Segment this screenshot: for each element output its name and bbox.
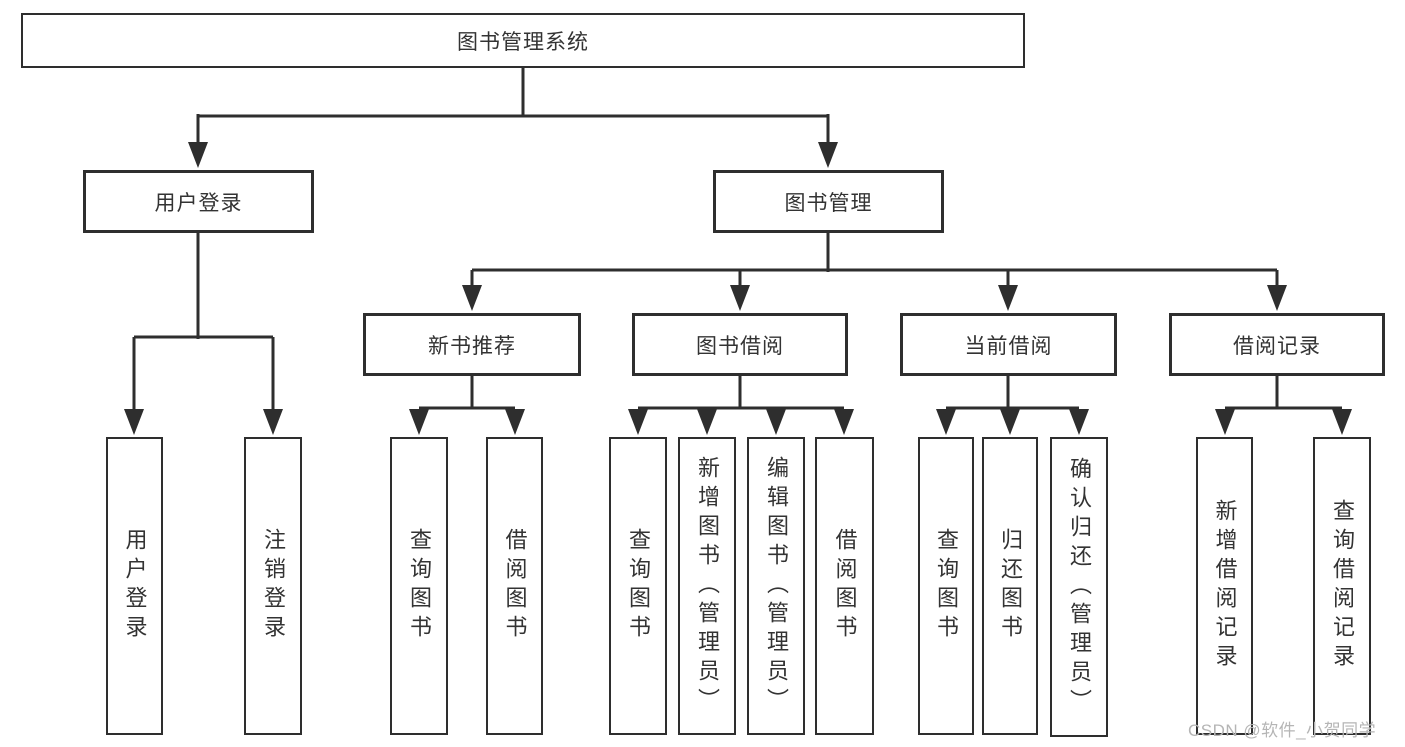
watermark: CSDN @软件_小贺同学 bbox=[1188, 721, 1377, 740]
leaf-confirm-return-admin: 确认归还（管理员） bbox=[1050, 437, 1108, 737]
leaf-add-books-admin: 新增图书（管理员） bbox=[678, 437, 736, 735]
leaf-edit-books-admin: 编辑图书（管理员） bbox=[747, 437, 805, 735]
node-book-borrow: 图书借阅 bbox=[632, 313, 848, 376]
node-book-management: 图书管理 bbox=[713, 170, 944, 233]
leaf-query-books-current: 查询图书 bbox=[918, 437, 974, 735]
node-root: 图书管理系统 bbox=[21, 13, 1025, 68]
leaf-query-borrow-record: 查询借阅记录 bbox=[1313, 437, 1371, 735]
leaf-borrow-books-recommend: 借阅图书 bbox=[486, 437, 543, 735]
arrowheads bbox=[124, 142, 1352, 435]
node-current-borrow: 当前借阅 bbox=[900, 313, 1117, 376]
node-borrow-records: 借阅记录 bbox=[1169, 313, 1385, 376]
leaf-borrow-books: 借阅图书 bbox=[815, 437, 874, 735]
leaf-logout: 注销登录 bbox=[244, 437, 302, 735]
node-user-login: 用户登录 bbox=[83, 170, 314, 233]
leaf-query-books-borrow: 查询图书 bbox=[609, 437, 667, 735]
leaf-add-borrow-record: 新增借阅记录 bbox=[1196, 437, 1253, 735]
leaf-return-books: 归还图书 bbox=[982, 437, 1038, 735]
leaf-user-login: 用户登录 bbox=[106, 437, 163, 735]
connector-path bbox=[132, 68, 1342, 413]
node-new-book-recommend: 新书推荐 bbox=[363, 313, 581, 376]
leaf-query-books-recommend: 查询图书 bbox=[390, 437, 448, 735]
